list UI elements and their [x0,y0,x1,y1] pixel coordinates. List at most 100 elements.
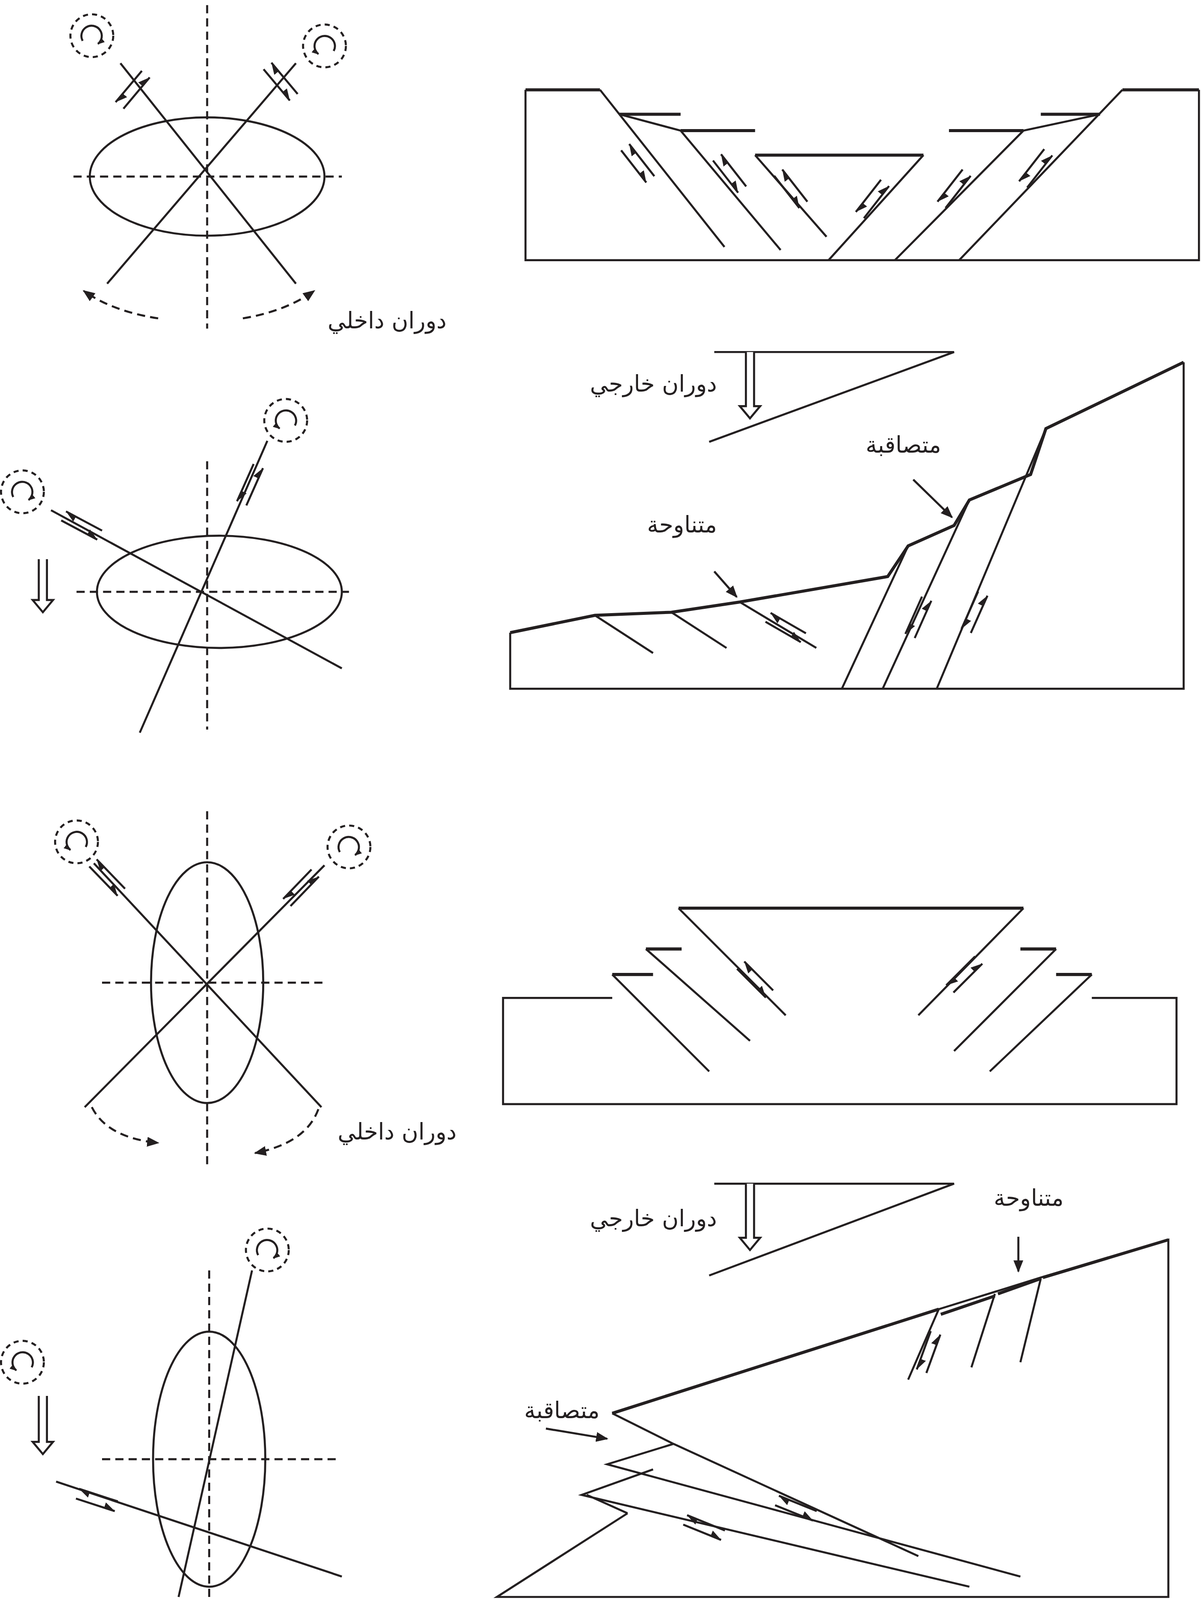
rotation-sense [12,1352,34,1371]
rotation-sense [81,25,103,45]
rotation-sense [314,35,335,55]
slip-arrow [1019,149,1045,182]
slip-arrow [863,186,890,219]
rotation-arrow [739,1183,761,1250]
slip-arrow [78,1488,118,1502]
fault-line [600,89,1123,261]
fault-line [120,63,296,284]
slip-arrow [89,866,118,896]
rotation-circle [0,1340,44,1384]
slip-arrow [75,1498,115,1512]
slip-arrow [620,150,647,183]
rotation-arrow [739,351,761,419]
leader-line [545,1428,608,1439]
slip-arrow [271,62,298,95]
axis [102,981,327,984]
rotation-sense [256,1239,278,1259]
fault-line [907,1278,1041,1380]
slip-arrow [782,169,808,202]
annotation-label: دوران خارجي [587,369,720,400]
rotation-arrow [32,559,54,613]
slip-arrow [937,169,963,202]
fault-line [612,908,1092,1072]
slip-arrow [1026,155,1053,188]
slip-arrow [61,520,98,540]
annotation-label: متناوحة [991,1183,1067,1214]
slip-arrow [905,596,922,635]
rotation-circle [327,825,371,869]
fault-line [51,510,342,669]
slip-arrow [115,71,142,103]
slip-arrow [778,1495,817,1512]
leader-line [913,479,952,518]
annotation-label: متصاقبة [521,1395,603,1426]
rotation-sense [275,410,297,429]
slip-arrow [926,1334,941,1373]
slip-arrow [65,511,103,531]
fault-line [178,1270,252,1597]
rotation-circle [303,24,346,68]
slip-arrow [720,154,747,187]
ground-surface [612,908,1092,975]
rotation-arrow [255,1108,319,1154]
wedge-sketch [709,1183,955,1276]
slip-arrow [629,143,655,177]
axis [76,590,349,594]
ground-surface [612,1239,1169,1414]
fault-line [139,440,268,733]
block-outline [525,89,1199,261]
slip-arrow [96,859,126,889]
slip-arrow [765,621,801,643]
rotation-arrow [242,290,315,319]
slip-arrow [686,1514,725,1531]
annotation-label: متصاقبة [863,430,944,461]
slip-arrow [123,77,150,110]
slip-arrow [744,961,774,991]
ground-surface [510,362,1184,633]
slip-arrow [290,876,319,906]
slip-arrow [283,869,312,899]
axis [208,1270,211,1598]
rotation-sense [338,836,359,856]
rotation-circle [0,470,44,514]
slip-arrow [961,591,979,629]
slip-arrow [945,175,971,209]
rotation-sense [12,481,33,501]
axis [206,811,209,1169]
rotation-arrow [83,290,159,319]
slip-arrow [736,968,766,998]
rotation-arrow [32,1395,54,1454]
slip-arrow [713,160,739,193]
fault-line [594,428,1046,690]
fault-line [93,863,322,1108]
fault-line [107,63,297,284]
slip-arrow [856,179,882,212]
leader-line [1017,1236,1020,1272]
rotation-circle [264,399,308,442]
slip-arrow [770,613,806,634]
slip-arrow [953,963,983,993]
rotation-circle [245,1228,289,1272]
slip-arrow [916,1330,931,1370]
axis [73,175,342,178]
rotation-circle [70,14,113,58]
leader-line [714,571,737,597]
block-outline [497,1239,1169,1597]
annotation-label: دوران خارجي [587,1204,720,1234]
rotation-circle [54,820,98,864]
annotation-label: متناوحة [644,510,720,540]
fault-line [56,1481,342,1577]
slip-arrow [237,464,254,502]
annotation-label: دوران داخلي [334,1117,460,1147]
rotation-sense [66,831,88,850]
thrust-slice [581,1413,1021,1587]
axis [102,1458,337,1461]
slip-arrow [263,69,290,101]
slip-arrow [946,956,976,986]
block-outline [510,362,1184,690]
slip-arrow [774,175,800,209]
wedge-sketch [709,351,955,442]
annotation-label: دوران داخلي [324,306,450,336]
block-outline [503,997,1177,1104]
